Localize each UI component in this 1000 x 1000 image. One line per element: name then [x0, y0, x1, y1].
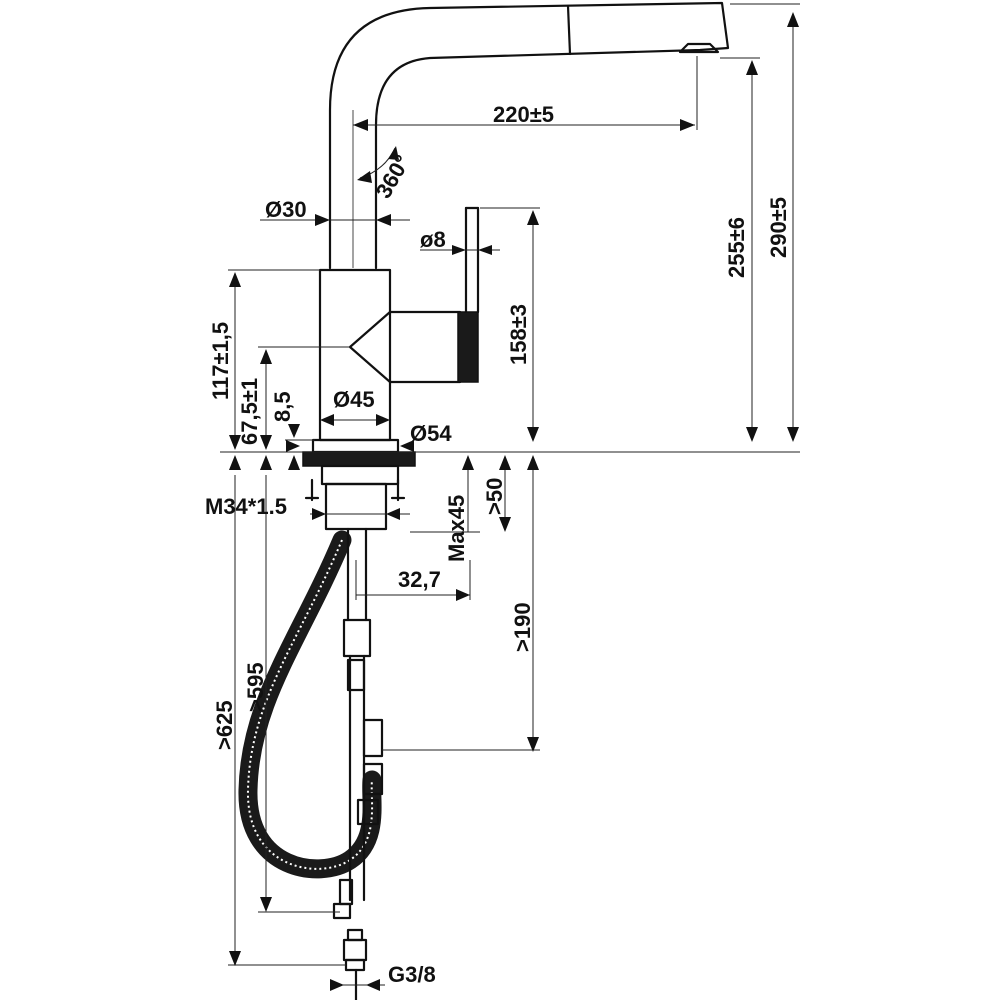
- lever-diameter-label: ø8: [420, 227, 446, 252]
- total-height-label: 290±5: [766, 197, 791, 258]
- min-under-deck-label: >50: [482, 478, 507, 515]
- outlet-axis-height-label: 67,5±1: [237, 378, 262, 445]
- flange-diameter-label: Ø54: [410, 421, 452, 446]
- tube-offset-label: 32,7: [398, 567, 441, 592]
- pullout-hose: [238, 530, 382, 879]
- mounting-flange: [302, 438, 416, 531]
- lever-height-label: 158±3: [506, 304, 531, 365]
- spout-diameter-label: Ø30: [265, 197, 307, 222]
- flange-height-label: 8,5: [270, 391, 295, 422]
- spout: [328, 1, 730, 270]
- min-connection-depth-label: >190: [510, 602, 535, 652]
- dimension-lines: [220, 3, 800, 991]
- supply-hose-length-label: >595: [243, 662, 268, 712]
- supply-tubes: [332, 527, 384, 1000]
- body-height-label: 117±1,5: [208, 322, 233, 400]
- spout-reach-label: 220±5: [493, 102, 554, 127]
- max-deck-thickness-label: Max45: [444, 495, 469, 562]
- outlet-height-label: 255±6: [724, 217, 749, 278]
- thread-label: M34*1.5: [205, 494, 287, 519]
- swivel-angle-label: 360°: [371, 151, 415, 203]
- pullout-hose-length-label: >625: [212, 700, 237, 750]
- connection-thread-label: G3/8: [388, 962, 436, 987]
- dimension-labels: 220±5 360° Ø30 ø8 255±6 290±5 158±3 117±…: [205, 102, 791, 987]
- body-diameter-label: Ø45: [333, 387, 375, 412]
